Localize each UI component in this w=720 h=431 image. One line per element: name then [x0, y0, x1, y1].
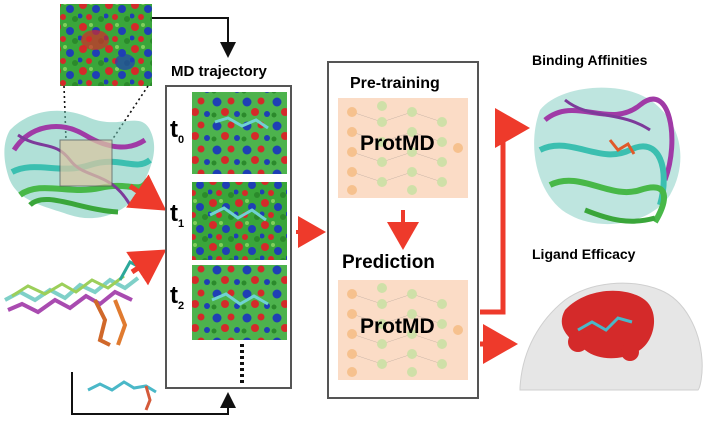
trajectory-frame-t0 — [192, 92, 287, 174]
ligand-efficacy-title: Ligand Efficacy — [532, 246, 636, 262]
timestep-t1-sub: 1 — [178, 217, 185, 230]
binding-affinities-title: Binding Affinities — [532, 52, 648, 68]
pretraining-title: Pre-training — [350, 75, 440, 92]
protein-to-trajectory-arrow — [126, 174, 167, 211]
timestep-t2: t2 — [170, 282, 185, 312]
pretraining-network — [338, 98, 468, 198]
ligand-efficacy-surface — [519, 282, 703, 391]
pocket-zoom-inset — [60, 4, 152, 86]
to-binding-affinities-arrow — [480, 108, 530, 315]
zoom-guide-right — [111, 85, 149, 141]
model-label-bottom: ProtMD — [360, 315, 435, 338]
md-trajectory-title: MD trajectory — [171, 63, 267, 80]
trajectory-frame-t2 — [192, 265, 287, 340]
prediction-title: Prediction — [342, 252, 435, 273]
protein-ribbon-structure — [4, 110, 155, 219]
small-ligand-molecule — [87, 380, 157, 411]
inset-to-trajectory-arrow — [152, 17, 236, 58]
timestep-t0-sub: 0 — [178, 133, 185, 146]
ligand-stick-structure — [4, 259, 146, 347]
timestep-t0: t0 — [170, 116, 185, 146]
binding-affinities-structure — [534, 87, 681, 225]
ligand-to-trajectory-red-arrow — [126, 249, 167, 286]
prediction-network — [338, 280, 468, 380]
timestep-t2-sub: 2 — [178, 299, 185, 312]
trajectory-frame-t1 — [192, 182, 287, 260]
timestep-t1: t1 — [170, 200, 185, 230]
model-label-top: ProtMD — [360, 132, 435, 155]
ligand-to-trajectory-arrow — [71, 372, 236, 415]
